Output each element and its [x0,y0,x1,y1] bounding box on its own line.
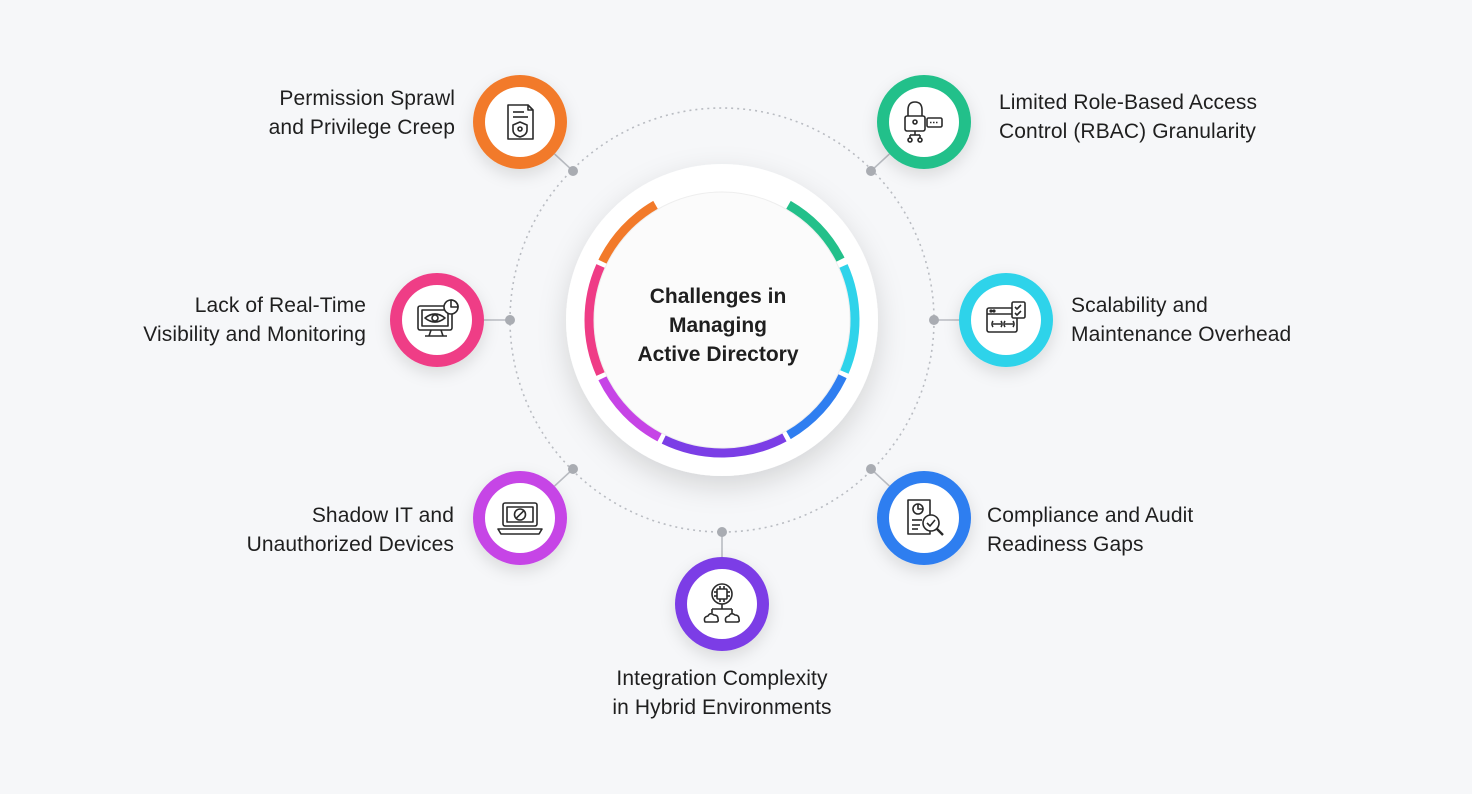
connector-dot-integration [717,527,727,537]
browser-tools-icon [986,301,1026,333]
blocked-laptop-icon [497,502,543,535]
center-disc-inner [593,191,851,449]
label-shadow-line1: Shadow IT and [311,504,454,527]
arc-segment-scalability [839,264,860,374]
label-visibility: Lack of Real-Time Visibility and Monitor… [143,291,366,349]
chip-cloud-icon [703,583,741,623]
node-shadow[interactable] [473,471,567,565]
arc-segment-permission [598,200,658,264]
label-visibility-line2: Visibility and Monitoring [143,323,366,346]
connector-dot-permission [568,166,578,176]
node-rbac[interactable] [877,75,971,169]
document-search-icon [907,499,944,536]
label-rbac-line2: Control (RBAC) Granularity [999,120,1256,143]
label-shadow: Shadow IT and Unauthorized Devices [247,501,454,559]
center-title-line1: Challenges in [649,285,787,308]
label-visibility-line1: Lack of Real-Time [194,294,366,317]
node-visibility[interactable] [390,273,484,367]
label-permission-line2: and Privilege Creep [268,116,455,139]
center-title-line2: Managing [669,314,767,337]
connectors [484,153,959,557]
node-compliance[interactable] [877,471,971,565]
center-title-line3: Active Directory [637,343,799,366]
node-integration[interactable] [675,557,769,651]
padlock-network-icon [904,101,943,143]
label-shadow-line2: Unauthorized Devices [246,533,454,556]
label-compliance-line2: Readiness Gaps [987,533,1144,556]
label-permission: Permission Sprawl and Privilege Creep [269,84,455,142]
connector-dot-scalability [929,315,939,325]
node-shadow-face [485,483,555,553]
arc-segment-integration [661,433,787,458]
arc-segment-visibility [584,264,605,376]
center-title: Challenges in Managing Active Directory [598,282,838,369]
connector-dot-compliance [866,464,876,474]
node-rbac-face [889,87,959,157]
label-permission-line1: Permission Sprawl [279,87,455,110]
center-arc-segments [584,200,860,458]
connector-dot-shadow [568,464,578,474]
arc-segment-rbac [786,200,845,262]
label-rbac: Limited Role-Based Access Control (RBAC)… [999,88,1257,146]
label-integration: Integration Complexity in Hybrid Environ… [562,664,882,722]
label-scalability-line2: Maintenance Overhead [1071,323,1292,346]
label-compliance: Compliance and Audit Readiness Gaps [987,501,1193,559]
label-rbac-line1: Limited Role-Based Access [999,91,1258,114]
label-integration-line1: Integration Complexity [616,667,828,690]
label-scalability: Scalability and Maintenance Overhead [1071,291,1291,349]
connector-dot-visibility [505,315,515,325]
node-permission[interactable] [473,75,567,169]
monitor-eye-icon [417,299,459,337]
node-scalability-face [971,285,1041,355]
node-scalability[interactable] [959,273,1053,367]
label-scalability-line1: Scalability and [1071,294,1208,317]
arc-segment-compliance [786,374,847,440]
label-integration-line2: in Hybrid Environments [612,696,832,719]
node-circles [390,75,1053,651]
arc-segment-shadow [598,376,662,442]
connector-dot-rbac [866,166,876,176]
document-shield-icon [507,104,534,140]
label-compliance-line1: Compliance and Audit [987,504,1194,527]
